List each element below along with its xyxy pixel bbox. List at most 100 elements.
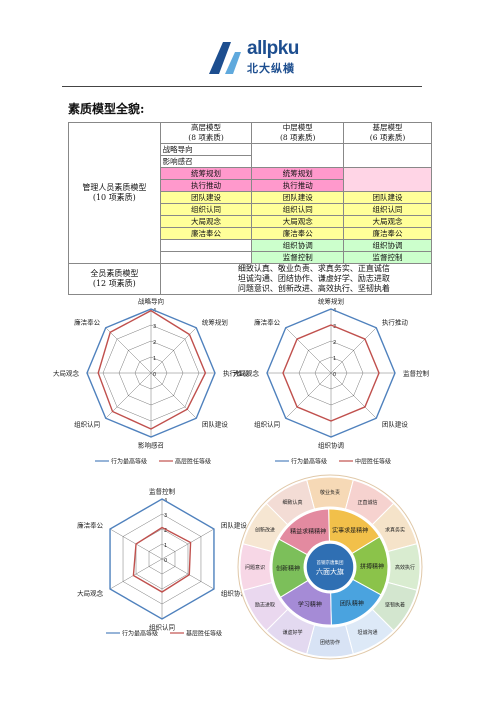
radar-spoke [105,372,152,419]
wheel-spirit-label: 拼搏精神 [360,563,384,571]
brand-name-latin: allpku [247,38,299,59]
mgr-model-cell: 管理人员素质模型 (10 项素质) [68,122,161,264]
table-row: 团队建设团队建设团队建设 [69,191,432,204]
radar-axis-label: 组织认同 [254,419,280,428]
table-cell: 组织认同 [159,203,253,216]
brand-logo-mark [209,42,241,74]
col-base-header: 基层模型 (6 项素质) [343,122,432,144]
table-row: 统筹规划统筹规划 [69,167,432,180]
mgr-model-count: (10 项素质) [92,193,136,202]
radar-tick-label: 1 [164,543,167,549]
radar-axis-label: 廉洁奉公 [254,318,281,327]
radar-axis-label: 廉洁奉公 [74,318,101,327]
wheel-spirit-label: 实事求是精神 [332,527,368,535]
radar-chart-high: 43210战略导向统筹规划执行推动团队建设影响感召组织认同大局观念廉洁奉公行为最… [53,297,250,466]
radar-tick-label: 0 [164,558,167,564]
radar-series-inner [132,526,192,593]
radar-tick-label: 0 [333,372,336,378]
wheel-spirit-label: 创新精神 [276,564,300,572]
radar-axis-label: 统筹规划 [318,297,344,306]
radar-spoke [150,327,197,374]
table-cell: 监督控制 [343,251,432,264]
table-row: 组织协调组织协调 [69,239,432,252]
wheel-outer-label: 细致认真 [282,499,302,506]
radar-axis-label: 监督控制 [403,369,430,378]
radar-spoke [285,327,332,374]
wheel-outer-label: 正直诚信 [357,499,377,506]
radar-tick-label: 2 [333,340,336,346]
radar-series-outer [266,308,396,438]
radar-tick-label: 3 [153,324,156,330]
radar-tick-label: 2 [164,528,167,534]
all-model-count: (12 项素质) [92,279,136,288]
wheel-center-disc [305,542,355,592]
col-high-count: (8 项素质) [188,133,224,142]
col-high-label: 高层模型 [191,123,222,132]
table-row: 组织认同组织认同组织认同 [69,203,432,216]
radar-tick-label: 1 [333,356,336,362]
table-cell: 组织认同 [251,203,345,216]
table-row: 大局观念大局观念大局观念 [69,215,432,228]
table-header-row: 管理人员素质模型 (10 项素质) 高层模型 (8 项素质) 中层模型 (8 项… [68,122,432,264]
radar-axis-label: 战略导向 [138,297,164,306]
radar-axis-label: 组织协调 [221,589,247,598]
wheel-spirit-label: 学习精神 [298,600,322,608]
mgr-model-label: 管理人员素质模型 [82,183,147,192]
wheel-center-title: 六面大旗 [316,567,344,576]
radar-axis-label: 组织认同 [149,623,175,632]
header-rule [62,86,422,87]
radar-tick-label: 1 [153,356,156,362]
col-mid-count: (8 项素质) [279,133,316,142]
radar-axis-label: 团队建设 [202,419,229,428]
radar-tick-label: 0 [153,372,156,378]
col-base-label: 基层模型 [372,123,403,132]
radar-spoke [109,558,163,590]
radar-chart-base: 43210监督控制团队建设组织协调组织认同大局观念廉洁奉公行为最高等级基层胜任等… [77,487,247,638]
wheel-outer-label: 团结协作 [320,639,340,646]
legend-label-outer: 行为最高等级 [122,630,158,638]
all-model-line: 细致认真、敬业负责、求真务实、正直诚信 [237,264,390,273]
wheel-outer-segment [265,479,316,526]
radar-spoke [161,528,215,560]
all-model-line: 坦诚沟通、团结协作、谦虚好学、励志进取 [237,274,390,283]
radar-series-inner [282,324,380,422]
wheel-spirit-segment [278,508,330,556]
table-cell: 团队建设 [251,191,345,204]
wheel-outer-label: 问题意识 [245,564,265,571]
radar-axis-label: 大局观念 [233,369,260,378]
wheel-outer-label: 创新改进 [255,527,275,534]
legend-label-outer: 行为最高等级 [111,458,147,466]
legend-label-inner: 基层胜任等级 [186,630,222,638]
brand-name-chinese: 北大纵横 [247,62,295,75]
all-model-line: 问题意识、创新改进、高效执行、坚韧执着 [237,284,390,293]
radar-axis-label: 执行推动 [223,369,250,378]
radar-tick-label: 3 [164,513,167,519]
culture-wheel-diagram: 敬业负责正直诚信求真务实高效执行坚韧执着坦诚沟通团结协作谦虚好学励志进取问题意识… [237,474,423,660]
radar-axis-label: 团队建设 [382,419,409,428]
table-cell: 组织协调 [343,239,432,252]
col-mid-label: 中层模型 [282,123,313,132]
radar-series-outer [109,498,215,620]
radar-spoke [105,327,152,374]
table-cell: 团队建设 [343,191,432,204]
wheel-outer-label: 坦诚沟通 [357,629,377,636]
table-cell: 执行推动 [159,179,253,192]
table-row: 廉洁奉公廉洁奉公廉洁奉公 [69,227,432,240]
wheel-outer-label: 谦虚好学 [282,629,302,636]
radar-axis-label: 团队建设 [221,521,248,530]
table-cell: 廉洁奉公 [343,227,432,240]
radar-axis-label: 统筹规划 [202,318,228,327]
wheel-spirit-label: 精益求精精神 [290,528,326,536]
radar-series-outer [86,308,216,438]
wheel-outer-label: 求真务实 [385,527,405,534]
radar-axis-label: 组织认同 [74,419,100,428]
competency-model-table: 管理人员素质模型 (10 项素质) 高层模型 (8 项素质) 中层模型 (8 项… [68,122,433,295]
radar-spoke [285,372,332,419]
table-cell: 统筹规划 [159,167,253,180]
radar-tick-label: 2 [153,340,156,346]
radar-chart-mid: 43210统筹规划执行推动监督控制团队建设组织协调组织认同大局观念廉洁奉公行为最… [233,297,430,466]
radar-spoke [330,327,377,374]
wheel-outer-label: 励志进取 [255,602,275,609]
table-cell [343,143,432,156]
